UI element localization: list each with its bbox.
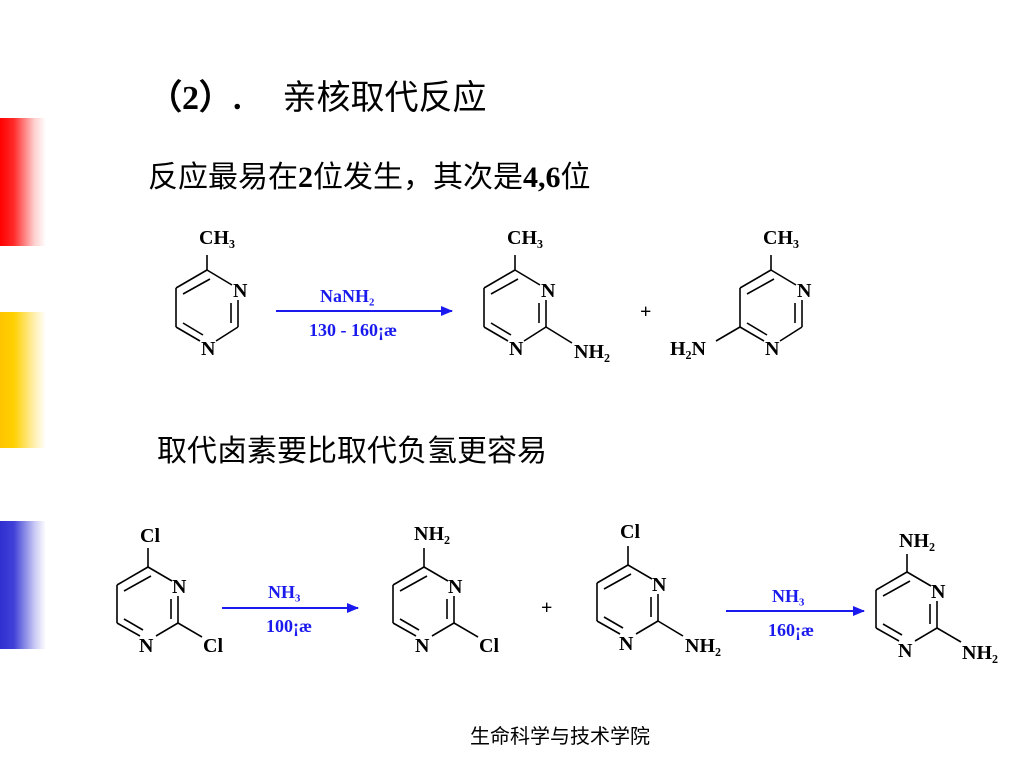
molecule-4-amino-6-methylpyrimidine: CH₃ N N H₂N	[670, 227, 812, 360]
reaction-arrow-3: NH₃ 160¡æ	[726, 586, 865, 640]
statement-part-e: 位	[560, 161, 591, 194]
n-label: N	[415, 635, 430, 657]
n-label: N	[139, 635, 154, 657]
n-label: N	[652, 574, 667, 596]
n-label: N	[509, 338, 524, 360]
reagent-label: NaNH₂	[320, 286, 374, 306]
cl-label: Cl	[203, 635, 223, 657]
reagent-label: NH₃	[268, 582, 301, 602]
n-label: N	[448, 576, 463, 598]
reaction-arrow-2: NH₃ 100¡æ	[222, 582, 359, 636]
molecule-2-amino-4-methylpyrimidine: CH₃ N N NH₂	[483, 227, 610, 363]
n-label: N	[233, 280, 248, 302]
title-text: 亲核取代反应	[282, 80, 487, 117]
condition-label: 160¡æ	[768, 620, 814, 640]
cl-label: Cl	[620, 521, 640, 543]
statement-part-b: 2	[298, 161, 313, 194]
title-prefix: （2）.	[148, 80, 242, 117]
n-label: N	[172, 576, 187, 598]
n-label: N	[765, 338, 780, 360]
molecule-2-amino-4-chloropyrimidine: Cl N N NH₂	[596, 521, 721, 657]
reaction-arrow-1: NaNH₂ 130 - 160¡æ	[276, 286, 453, 340]
decorative-bar-red	[0, 118, 46, 246]
footer-institution: 生命科学与技术学院	[470, 724, 650, 748]
statement-position: 反应最易在2位发生，其次是4,6位	[148, 152, 591, 196]
n-label: N	[898, 640, 913, 662]
statement-part-d: 4,6	[523, 161, 561, 194]
nh2-label: NH₂	[685, 635, 721, 657]
statement-part-a: 反应最易在	[148, 161, 298, 194]
condition-label: 100¡æ	[266, 616, 312, 636]
condition-label: 130 - 160¡æ	[309, 320, 397, 340]
ch3-label: CH₃	[763, 227, 799, 249]
nh2-label: NH₂	[414, 523, 450, 545]
n-label: N	[619, 633, 634, 655]
statement-part-c: 位发生，其次是	[313, 161, 523, 194]
molecule-2-4-diaminopyrimidine: NH₂ N N NH₂	[875, 530, 998, 664]
statement-halogen: 取代卤素要比取代负氢更容易	[157, 435, 547, 468]
n-label: N	[201, 338, 216, 360]
cl-label: Cl	[140, 525, 160, 547]
molecule-4-methylpyrimidine: CH₃ N N	[175, 227, 248, 360]
molecule-2-4-dichloropyrimidine: Cl N N Cl	[116, 525, 223, 657]
reagent-label: NH₃	[772, 586, 805, 606]
ch3-label: CH₃	[507, 227, 543, 249]
molecule-4-amino-2-chloropyrimidine: NH₂ N N Cl	[392, 523, 499, 657]
decorative-bar-yellow	[0, 312, 46, 448]
slide-title: （2）. 亲核取代反应	[148, 70, 487, 119]
cl-label: Cl	[479, 635, 499, 657]
nh2-label: NH₂	[962, 642, 998, 664]
n-label: N	[541, 280, 556, 302]
nh2-label: NH₂	[899, 530, 935, 552]
nh2-label: NH₂	[574, 341, 610, 363]
decorative-bar-blue	[0, 521, 46, 649]
plus-sign: +	[640, 301, 651, 323]
n-label: N	[797, 280, 812, 302]
h2n-label: H₂N	[670, 338, 707, 360]
ch3-label: CH₃	[199, 227, 235, 249]
n-label: N	[931, 581, 946, 603]
plus-sign: +	[541, 597, 552, 619]
